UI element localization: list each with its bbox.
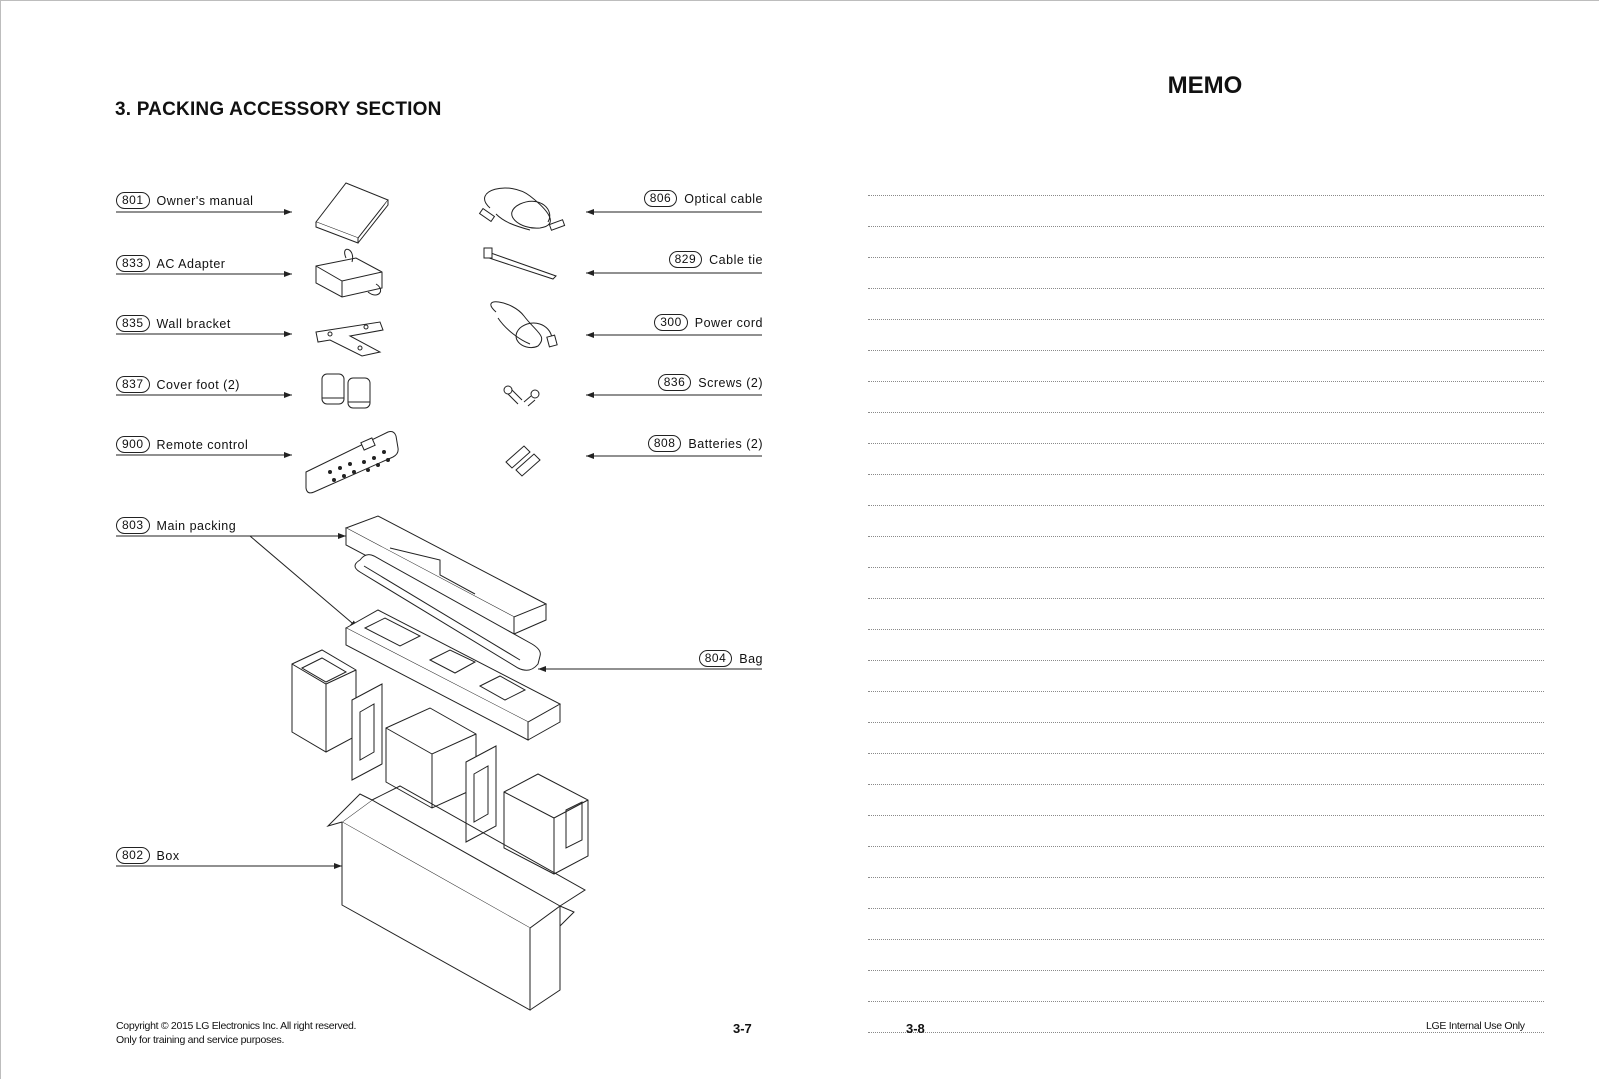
part-label-802: 802 Box (116, 847, 180, 864)
part-label-900: 900 Remote control (116, 436, 248, 453)
part-number: 803 (116, 517, 150, 534)
part-label-836: 836 Screws (2) (560, 374, 763, 391)
memo-line (868, 692, 1544, 723)
part-name: Batteries (2) (688, 436, 763, 451)
part-number: 808 (647, 435, 682, 452)
part-label-829: 829 Cable tie (560, 251, 763, 268)
memo-title: MEMO (1167, 72, 1243, 99)
memo-line (868, 847, 1544, 878)
part-number: 802 (116, 847, 150, 864)
memo-lines (868, 165, 1544, 1033)
part-number: 836 (657, 374, 692, 391)
part-name: Bag (739, 651, 763, 666)
part-name: Screws (2) (698, 375, 763, 390)
memo-line (868, 351, 1544, 382)
footer-internal-note: LGE Internal Use Only (1426, 1020, 1525, 1032)
part-number: 801 (116, 192, 150, 209)
memo-line (868, 785, 1544, 816)
part-number: 900 (116, 436, 150, 453)
part-label-801: 801 Owner's manual (116, 192, 253, 209)
memo-line (868, 971, 1544, 1002)
memo-line (868, 1002, 1544, 1033)
part-label-837: 837 Cover foot (2) (116, 376, 240, 393)
memo-line (868, 909, 1544, 940)
footer-copyright: Copyright © 2015 LG Electronics Inc. All… (116, 1020, 357, 1032)
memo-line (868, 723, 1544, 754)
memo-line (868, 568, 1544, 599)
memo-line (868, 599, 1544, 630)
memo-line (868, 506, 1544, 537)
part-name: Box (156, 848, 180, 863)
part-number: 806 (643, 190, 678, 207)
part-name: AC Adapter (156, 256, 226, 271)
memo-line (868, 630, 1544, 661)
memo-line (868, 661, 1544, 692)
part-number: 835 (116, 315, 150, 332)
part-name: Cover foot (2) (156, 377, 240, 392)
section-title: 3. PACKING ACCESSORY SECTION (115, 99, 442, 120)
memo-line (868, 196, 1544, 227)
part-label-833: 833 AC Adapter (116, 255, 225, 272)
footer-usage-note: Only for training and service purposes. (116, 1034, 285, 1046)
memo-line (868, 940, 1544, 971)
part-number: 833 (116, 255, 150, 272)
memo-line (868, 289, 1544, 320)
part-name: Remote control (156, 437, 249, 452)
part-name: Optical cable (684, 191, 763, 206)
memo-line (868, 413, 1544, 444)
memo-line (868, 227, 1544, 258)
memo-line (868, 754, 1544, 785)
part-label-803: 803 Main packing (116, 517, 236, 534)
page-number-right: 3-8 (906, 1021, 925, 1036)
memo-line (868, 816, 1544, 847)
part-label-808: 808 Batteries (2) (560, 435, 763, 452)
part-number: 837 (116, 376, 150, 393)
page-number-left: 3-7 (733, 1021, 752, 1036)
part-number: 829 (668, 251, 703, 268)
memo-line (868, 475, 1544, 506)
part-name: Main packing (156, 518, 237, 533)
memo-line (868, 382, 1544, 413)
part-number: 300 (654, 314, 688, 331)
part-label-806: 806 Optical cable (560, 190, 763, 207)
memo-line (868, 537, 1544, 568)
part-number: 804 (698, 650, 733, 667)
part-label-300: 300 Power cord (560, 314, 763, 331)
memo-line (868, 444, 1544, 475)
memo-line (868, 878, 1544, 909)
part-name: Cable tie (709, 252, 763, 267)
memo-line (868, 320, 1544, 351)
memo-line (868, 165, 1544, 196)
part-name: Power cord (694, 315, 763, 330)
part-name: Wall bracket (156, 316, 231, 331)
memo-line (868, 258, 1544, 289)
part-label-835: 835 Wall bracket (116, 315, 231, 332)
part-label-804: 804 Bag (560, 650, 763, 667)
part-name: Owner's manual (156, 193, 254, 208)
